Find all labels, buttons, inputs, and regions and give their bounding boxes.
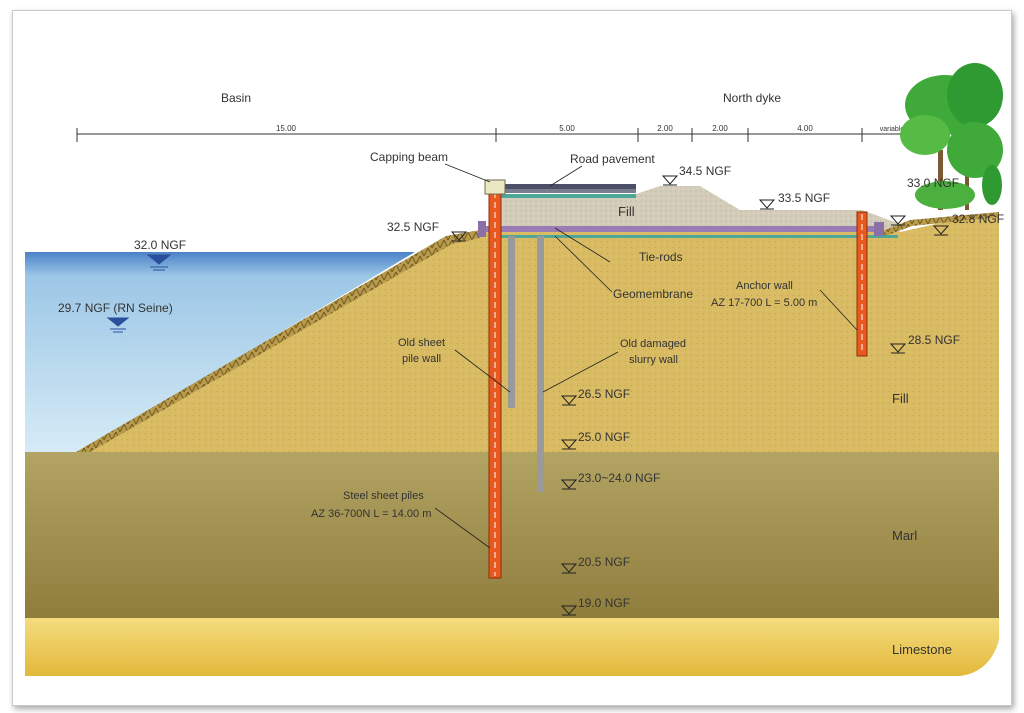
zone-basin: Basin xyxy=(221,91,251,105)
label-fill-right: Fill xyxy=(892,391,909,406)
dyke-edge-revetment xyxy=(880,212,999,236)
label-geomembrane: Geomembrane xyxy=(613,287,693,301)
level-32-8: 32.8 NGF xyxy=(952,212,1004,226)
level-20-5: 20.5 NGF xyxy=(578,555,630,569)
dimension-line xyxy=(76,128,910,142)
limestone-layer xyxy=(25,618,999,676)
road-base xyxy=(498,189,636,193)
geomembrane-top xyxy=(498,194,636,198)
capping-beam xyxy=(484,179,506,195)
level-23-24: 23.0~24.0 NGF xyxy=(578,471,660,485)
label-road-pavement: Road pavement xyxy=(570,152,655,166)
tree-icon xyxy=(900,63,1003,210)
water-level-markers xyxy=(106,254,172,333)
label-old-slurry-1: Old damaged xyxy=(620,338,686,350)
label-anchor-wall-1: Anchor wall xyxy=(736,280,793,292)
level-25-0: 25.0 NGF xyxy=(578,430,630,444)
label-tie-rods: Tie-rods xyxy=(639,250,683,264)
geomembrane-line xyxy=(498,235,898,238)
label-old-sheet-1: Old sheet xyxy=(398,337,445,349)
label-anchor-wall-2: AZ 17-700 L = 5.00 m xyxy=(711,297,817,309)
dim-2b: 2.00 xyxy=(712,124,728,133)
dim-2a: 2.00 xyxy=(657,124,673,133)
label-capping-beam: Capping beam xyxy=(370,150,448,164)
tie-rod-end-right xyxy=(874,222,884,236)
level-34-5: 34.5 NGF xyxy=(679,164,731,178)
dim-variable: variable xyxy=(880,126,905,133)
dim-5: 5.00 xyxy=(559,124,575,133)
level-26-5: 26.5 NGF xyxy=(578,387,630,401)
zone-north-dyke: North dyke xyxy=(723,91,781,105)
leader-lines xyxy=(434,163,858,549)
tie-rod-end-left xyxy=(478,221,486,237)
dim-15: 15.00 xyxy=(276,124,297,133)
dim-4: 4.00 xyxy=(797,124,813,133)
label-steel-piles-2: AZ 36-700N L = 14.00 m xyxy=(311,508,431,520)
level-markers xyxy=(450,175,950,616)
level-33-0: 33.0 NGF xyxy=(907,176,959,190)
label-old-sheet-2: pile wall xyxy=(402,353,441,365)
tie-rod xyxy=(480,226,880,232)
label-old-slurry-2: slurry wall xyxy=(629,354,678,366)
level-29-7: 29.7 NGF (RN Seine) xyxy=(58,301,173,315)
marl-layer xyxy=(25,452,999,618)
slope-revetment xyxy=(76,230,480,452)
old-slurry-wall xyxy=(537,236,544,492)
road-pavement xyxy=(498,184,636,189)
level-33-5: 33.5 NGF xyxy=(778,191,830,205)
basin-water xyxy=(25,252,415,452)
old-sheet-pile-wall xyxy=(508,236,515,408)
label-steel-piles-1: Steel sheet piles xyxy=(343,490,424,502)
level-28-5: 28.5 NGF xyxy=(908,333,960,347)
level-19-0: 19.0 NGF xyxy=(578,596,630,610)
level-32-5: 32.5 NGF xyxy=(387,220,439,234)
level-32-0: 32.0 NGF xyxy=(134,238,186,252)
label-marl: Marl xyxy=(892,528,917,543)
label-limestone: Limestone xyxy=(892,642,952,657)
label-fill-top: Fill xyxy=(618,204,635,219)
